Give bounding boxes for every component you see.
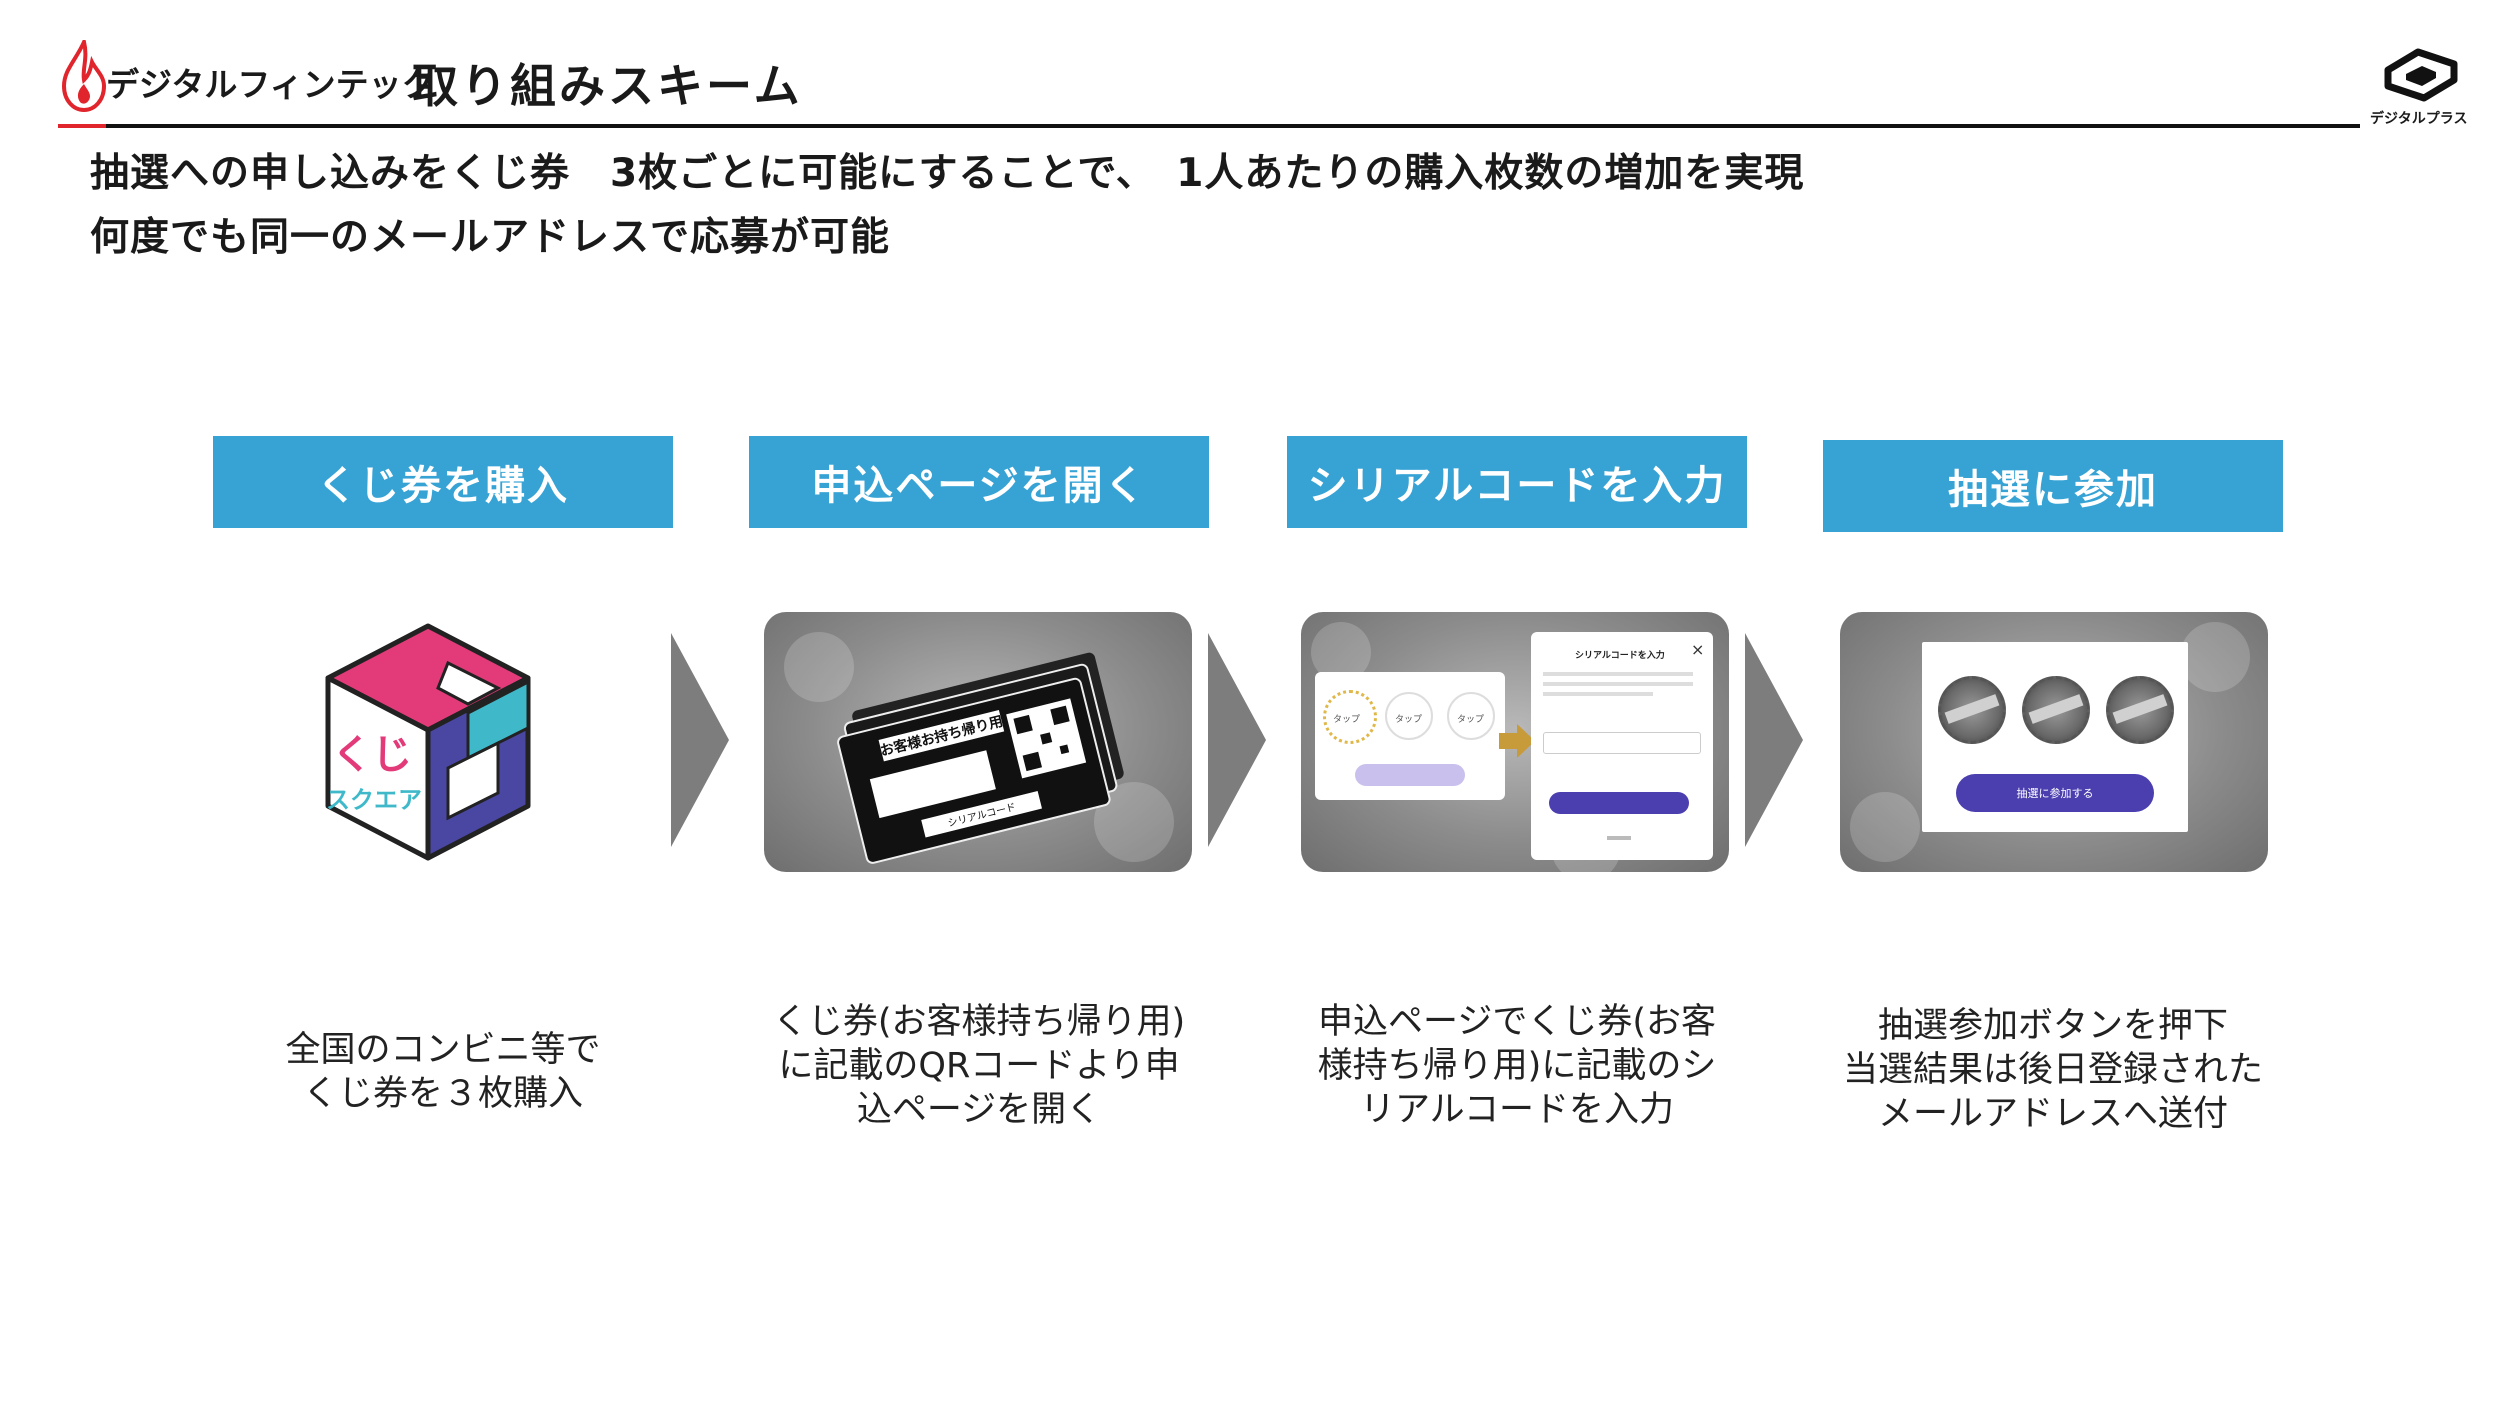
tap-label-3: タップ xyxy=(1457,712,1484,725)
enter-lottery-button[interactable]: 抽選に参加する xyxy=(1956,774,2154,812)
step-3-caption: 申込ページでくじ券(お客 様持ち帰り用)に記載のシ リアルコードを入力 xyxy=(1287,1000,1747,1132)
scratch-seal-1 xyxy=(1938,676,2006,744)
scratch-seal-2 xyxy=(2022,676,2090,744)
cube-label-kuji: くじ xyxy=(332,732,412,778)
tap-label-1: タップ xyxy=(1333,712,1360,725)
intro-line-1: 抽選への申し込みをくじ券 3枚ごとに可能にすることで、 1人あたりの購入枚数の増… xyxy=(90,142,1804,198)
submit-button[interactable] xyxy=(1549,792,1689,814)
serial-dialog: シリアルコードを入力 × xyxy=(1531,632,1713,860)
brand-name: デジタルフィンテック xyxy=(106,58,435,106)
chevron-right-icon xyxy=(1745,633,1803,847)
ticket-photo: お客様お持ち帰り用 シリアルコード xyxy=(764,612,1192,872)
step-4-caption: 抽選参加ボタンを押下 当選結果は後日登録された メールアドレスへ送付 xyxy=(1823,1004,2283,1136)
chevron-right-icon xyxy=(1208,633,1266,847)
step-3-header: シリアルコードを入力 xyxy=(1287,436,1747,528)
step-1-header: くじ券を購入 xyxy=(213,436,673,528)
scratch-seal-3 xyxy=(2106,676,2174,744)
arrow-right-icon xyxy=(1499,724,1535,758)
brand-flame-icon xyxy=(58,40,110,112)
serial-entry-screenshot: タップ タップ タップ シリアルコードを入力 × xyxy=(1301,612,1729,872)
step-4-header: 抽選に参加 xyxy=(1823,440,2283,532)
close-icon[interactable]: × xyxy=(1691,640,1704,659)
partner-logo-icon xyxy=(2378,40,2464,110)
tap-label-2: タップ xyxy=(1395,712,1422,725)
header-accent-rule xyxy=(58,124,106,128)
cube-label-square: スクエア xyxy=(326,786,422,814)
chevron-right-icon xyxy=(671,633,729,847)
step-2-header: 申込ページを開く xyxy=(749,436,1209,528)
serial-code-input[interactable] xyxy=(1543,732,1701,754)
lottery-card: タップ タップ タップ xyxy=(1315,672,1505,800)
dialog-title: シリアルコードを入力 xyxy=(1575,648,1665,661)
kuji-square-cube-logo: くじ スクエア xyxy=(318,618,538,868)
enter-lottery-screenshot: 抽選に参加する xyxy=(1840,612,2268,872)
cancel-link[interactable] xyxy=(1607,836,1631,840)
step-1-caption: 全国のコンビニ等で くじ券を３枚購入 xyxy=(213,1028,673,1116)
intro-line-2: 何度でも同一のメールアドレスで応募が可能 xyxy=(90,206,890,262)
lottery-result-card: 抽選に参加する xyxy=(1922,642,2188,832)
step-2-caption: くじ券(お客様持ち帰り用) に記載のQRコードより申 込ページを開く xyxy=(749,1000,1209,1132)
enter-lottery-button-disabled[interactable] xyxy=(1355,764,1465,786)
partner-name: デジタルプラス xyxy=(2370,108,2467,128)
page-title: 取り組みスキーム xyxy=(412,50,803,116)
header-rule xyxy=(106,124,2360,128)
